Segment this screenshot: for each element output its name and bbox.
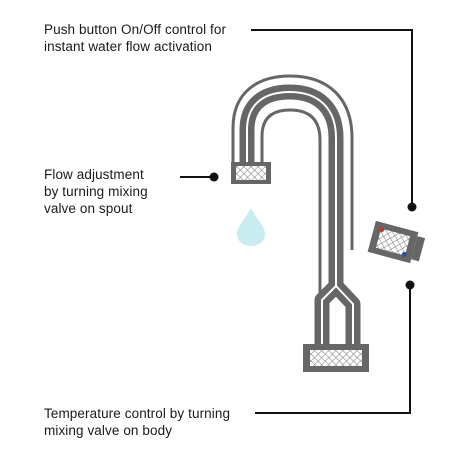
annotation-temperature-line-2: mixing valve on body — [44, 423, 173, 438]
annotation-flow-line-1: Flow adjustment — [44, 167, 144, 182]
annotation-temperature-line-1: Temperature control by turning — [44, 406, 231, 421]
faucet-body — [239, 84, 361, 346]
faucet-base — [303, 344, 369, 372]
hot-indicator — [379, 227, 385, 233]
annotation-flow-line-3: valve on spout — [44, 201, 133, 216]
leader-lines — [180, 29, 413, 414]
annotation-flow-line-2: by turning mixing — [44, 184, 148, 199]
leader-dot-temperature — [405, 280, 415, 290]
leader-dots — [209, 172, 417, 290]
annotation-temperature-control: Temperature control by turning mixing va… — [44, 405, 230, 439]
cold-indicator — [401, 251, 407, 257]
leader-dot-push-button — [407, 202, 417, 212]
annotation-push-button: Push button On/Off control for instant w… — [44, 21, 226, 55]
mixing-valve — [367, 220, 426, 264]
water-drop-icon — [237, 208, 265, 246]
annotation-push-button-line-2: instant water flow activation — [44, 39, 212, 54]
leader-dot-flow — [209, 172, 219, 182]
leader-line-push-button — [251, 29, 413, 205]
leader-line-temperature — [255, 286, 411, 414]
faucet-gooseneck — [231, 74, 354, 296]
spout-aerator — [231, 162, 271, 184]
annotation-push-button-line-1: Push button On/Off control for — [44, 22, 227, 37]
annotation-flow-adjustment: Flow adjustment by turning mixing valve … — [44, 166, 148, 217]
